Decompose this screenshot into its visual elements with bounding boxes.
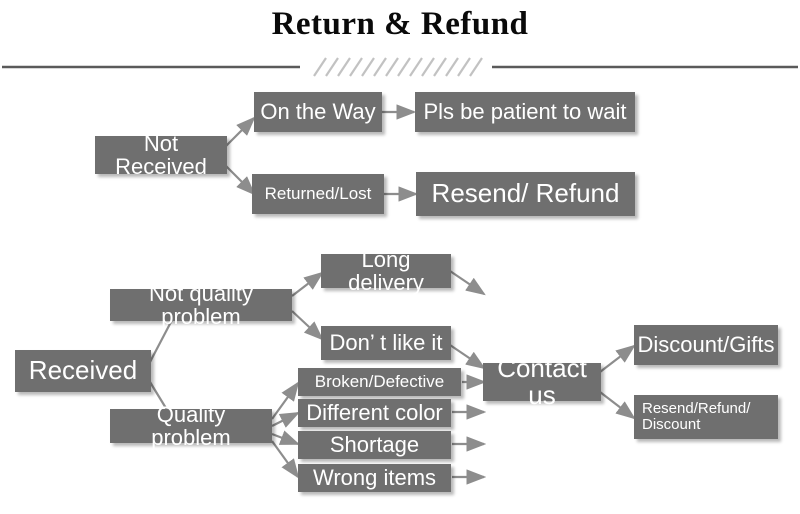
node-discount-gifts[interactable]: Discount/Gifts — [634, 325, 778, 365]
arrow-quality-broken — [271, 381, 300, 420]
arrow-contact-discountgifts — [599, 344, 636, 373]
node-broken-defective[interactable]: Broken/Defective — [298, 368, 461, 396]
node-dont-like-it[interactable]: Don’ t like it — [321, 326, 451, 360]
node-on-the-way[interactable]: On the Way — [254, 92, 382, 132]
arrow-notquality-longdelivery — [291, 271, 324, 297]
node-resend-refund-discount[interactable]: Resend/Refund/ Discount — [634, 395, 778, 439]
node-shortage[interactable]: Shortage — [298, 431, 451, 459]
node-not-quality-problem[interactable]: Not quality problem — [110, 282, 292, 328]
divider-hatch — [313, 57, 483, 77]
node-contact-us[interactable]: Contact us — [483, 354, 601, 409]
arrow-notquality-dontlike — [291, 310, 324, 341]
node-resend-refund[interactable]: Resend/ Refund — [416, 172, 635, 216]
node-long-delivery[interactable]: Long delivery — [321, 248, 451, 294]
node-wrong-items[interactable]: Wrong items — [298, 464, 451, 492]
header-divider — [2, 57, 798, 77]
arrow-quality-wrong — [271, 440, 300, 479]
page-title: Return & Refund — [271, 6, 529, 42]
arrow-notreceived-returnedlost — [225, 165, 256, 196]
arrow-quality-shortage — [271, 430, 301, 446]
node-different-color[interactable]: Different color — [298, 399, 451, 427]
arrow-quality-different — [271, 412, 300, 428]
arrow-dontlike-contact — [449, 344, 486, 370]
node-quality-problem[interactable]: Quality problem — [110, 403, 272, 449]
node-returned-lost[interactable]: Returned/Lost — [252, 174, 384, 214]
node-pls-be-patient[interactable]: Pls be patient to wait — [415, 92, 635, 132]
arrow-longdelivery-contact — [449, 270, 486, 296]
arrow-notreceived-ontheway — [225, 116, 256, 147]
node-not-received[interactable]: Not Received — [95, 132, 227, 178]
node-received[interactable]: Received — [15, 350, 151, 392]
arrow-contact-resendrefund — [599, 391, 636, 420]
